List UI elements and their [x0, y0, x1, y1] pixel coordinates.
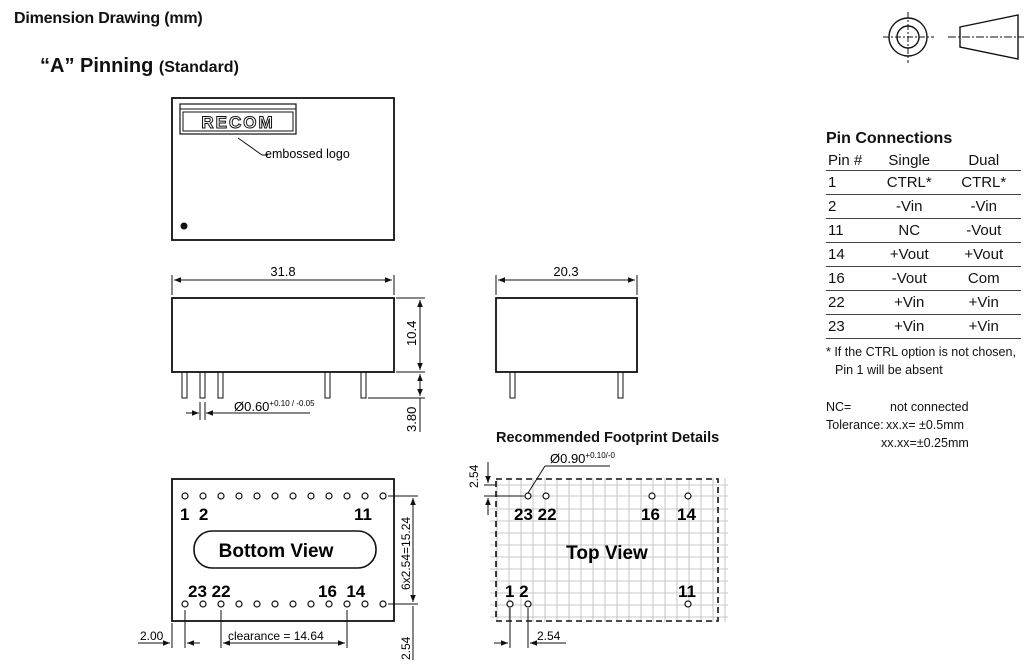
table-row: 2-Vin-Vin [826, 194, 1021, 219]
tolerance-value-2: xx.xx=±0.25mm [881, 436, 969, 450]
table-row: 23+Vin+Vin [826, 314, 1021, 339]
footnote-line-2: Pin 1 will be absent [835, 363, 943, 377]
nc-value: not connected [890, 400, 969, 414]
pinning-suffix: (Standard) [158, 59, 239, 76]
pin-connections-title: Pin Connections [826, 130, 953, 147]
pin1-marker [180, 222, 188, 230]
module-end-view: 20.3 [495, 264, 638, 399]
bottom-view-label-frame [193, 530, 377, 569]
fp-pin-14: 14 [677, 505, 696, 524]
pin-footnote: * If the CTRL option is not chosen, Pin … [826, 343, 1024, 379]
header-dual: Dual [946, 150, 1021, 171]
header-single: Single [872, 150, 947, 171]
cell-pin: 16 [826, 266, 872, 291]
cell-dual: -Vin [946, 194, 1021, 219]
cell-single: -Vin [872, 194, 947, 219]
fp-pitch-vertical: 2.54 [467, 464, 481, 488]
bottom-pin-11: 11 [354, 505, 372, 524]
cell-dual: CTRL* [946, 170, 1021, 195]
height-dim: 10.4 [404, 321, 419, 346]
footprint-title: Recommended Footprint Details [496, 430, 720, 446]
cell-pin: 11 [826, 218, 872, 243]
hole-diameter-dim: Ø0.90+0.10/-0 [550, 451, 616, 466]
cell-dual: Com [946, 266, 1021, 291]
bottom-pins-23-22: 23 22 [188, 582, 231, 601]
logo-text: RECOM [201, 113, 274, 132]
fp-pin-11: 11 [678, 582, 696, 601]
module-top-view: RECOM embossed logo [171, 97, 395, 241]
bottom-pins-16-14: 16 14 [318, 582, 366, 601]
width-dim: 31.8 [270, 264, 295, 279]
fp-pins-1-2: 1 2 [505, 582, 529, 601]
fp-pitch-horizontal: 2.54 [537, 629, 561, 643]
cell-pin: 1 [826, 170, 872, 195]
page-title: Dimension Drawing (mm) [14, 10, 203, 27]
footnote-line-1: * If the CTRL option is not chosen, [826, 345, 1016, 359]
footprint-grid [490, 478, 728, 622]
pinning-name: “A” Pinning [40, 55, 154, 77]
cell-dual: +Vout [946, 242, 1021, 267]
cell-dual: +Vin [946, 290, 1021, 315]
table-row: 22+Vin+Vin [826, 290, 1021, 315]
legend: NC=not connected Tolerance:xx.x= ±0.5mm … [826, 398, 969, 452]
cell-dual: +Vin [946, 314, 1021, 339]
pinning-subtitle: “A” Pinning (Standard) [40, 55, 239, 78]
tolerance-key: Tolerance: [826, 418, 884, 432]
recom-logo: RECOM [179, 103, 297, 135]
bottom-pins-1-2: 1 2 [180, 505, 208, 524]
table-header-row: Pin # Single Dual [826, 150, 1021, 171]
cell-pin: 14 [826, 242, 872, 267]
module-side-view: 31.8 10.4 3.80 Ø0.60+0.10 / -0.05 [171, 264, 425, 432]
depth-dim: 20.3 [553, 264, 578, 279]
pin-span-dim: 6x2.54=15.24 [399, 517, 413, 590]
pin-diameter-dim: Ø0.60+0.10 / -0.05 [234, 399, 315, 414]
tolerance-value-1: xx.x= ±0.5mm [886, 418, 965, 432]
bottom-view-pins [181, 492, 387, 608]
top-view-label: Top View [566, 543, 648, 564]
cell-pin: 23 [826, 314, 872, 339]
fp-pins-23-22: 23 22 [514, 505, 557, 524]
nc-key: NC= [826, 400, 852, 414]
header-pin: Pin # [826, 150, 872, 171]
cell-single: CTRL* [872, 170, 947, 195]
cell-pin: 2 [826, 194, 872, 219]
footprint-holes [506, 492, 692, 608]
cell-single: +Vin [872, 314, 947, 339]
cell-single: +Vout [872, 242, 947, 267]
cell-dual: -Vout [946, 218, 1021, 243]
bottom-pitch-dim: 2.54 [399, 636, 413, 660]
clearance-dim: clearance = 14.64 [228, 629, 324, 643]
footprint-outline [495, 478, 719, 622]
cell-single: +Vin [872, 290, 947, 315]
table-row: 14+Vout+Vout [826, 242, 1021, 267]
edge-offset-dim: 2.00 [140, 629, 164, 643]
cell-single: -Vout [872, 266, 947, 291]
cell-single: NC [872, 218, 947, 243]
logo-note: embossed logo [265, 147, 350, 161]
projection-symbol-icon [883, 12, 1024, 63]
fp-pin-16: 16 [641, 505, 660, 524]
bottom-view-label: Bottom View [219, 541, 334, 562]
cell-pin: 22 [826, 290, 872, 315]
module-bottom-view: 1 2 11 23 22 16 14 Bottom View 6x2.54=15… [138, 478, 418, 660]
footprint-view: 23 22 16 14 1 2 11 Top View Ø0.90+0.10/-… [467, 451, 728, 648]
pin-length-dim: 3.80 [404, 407, 419, 432]
